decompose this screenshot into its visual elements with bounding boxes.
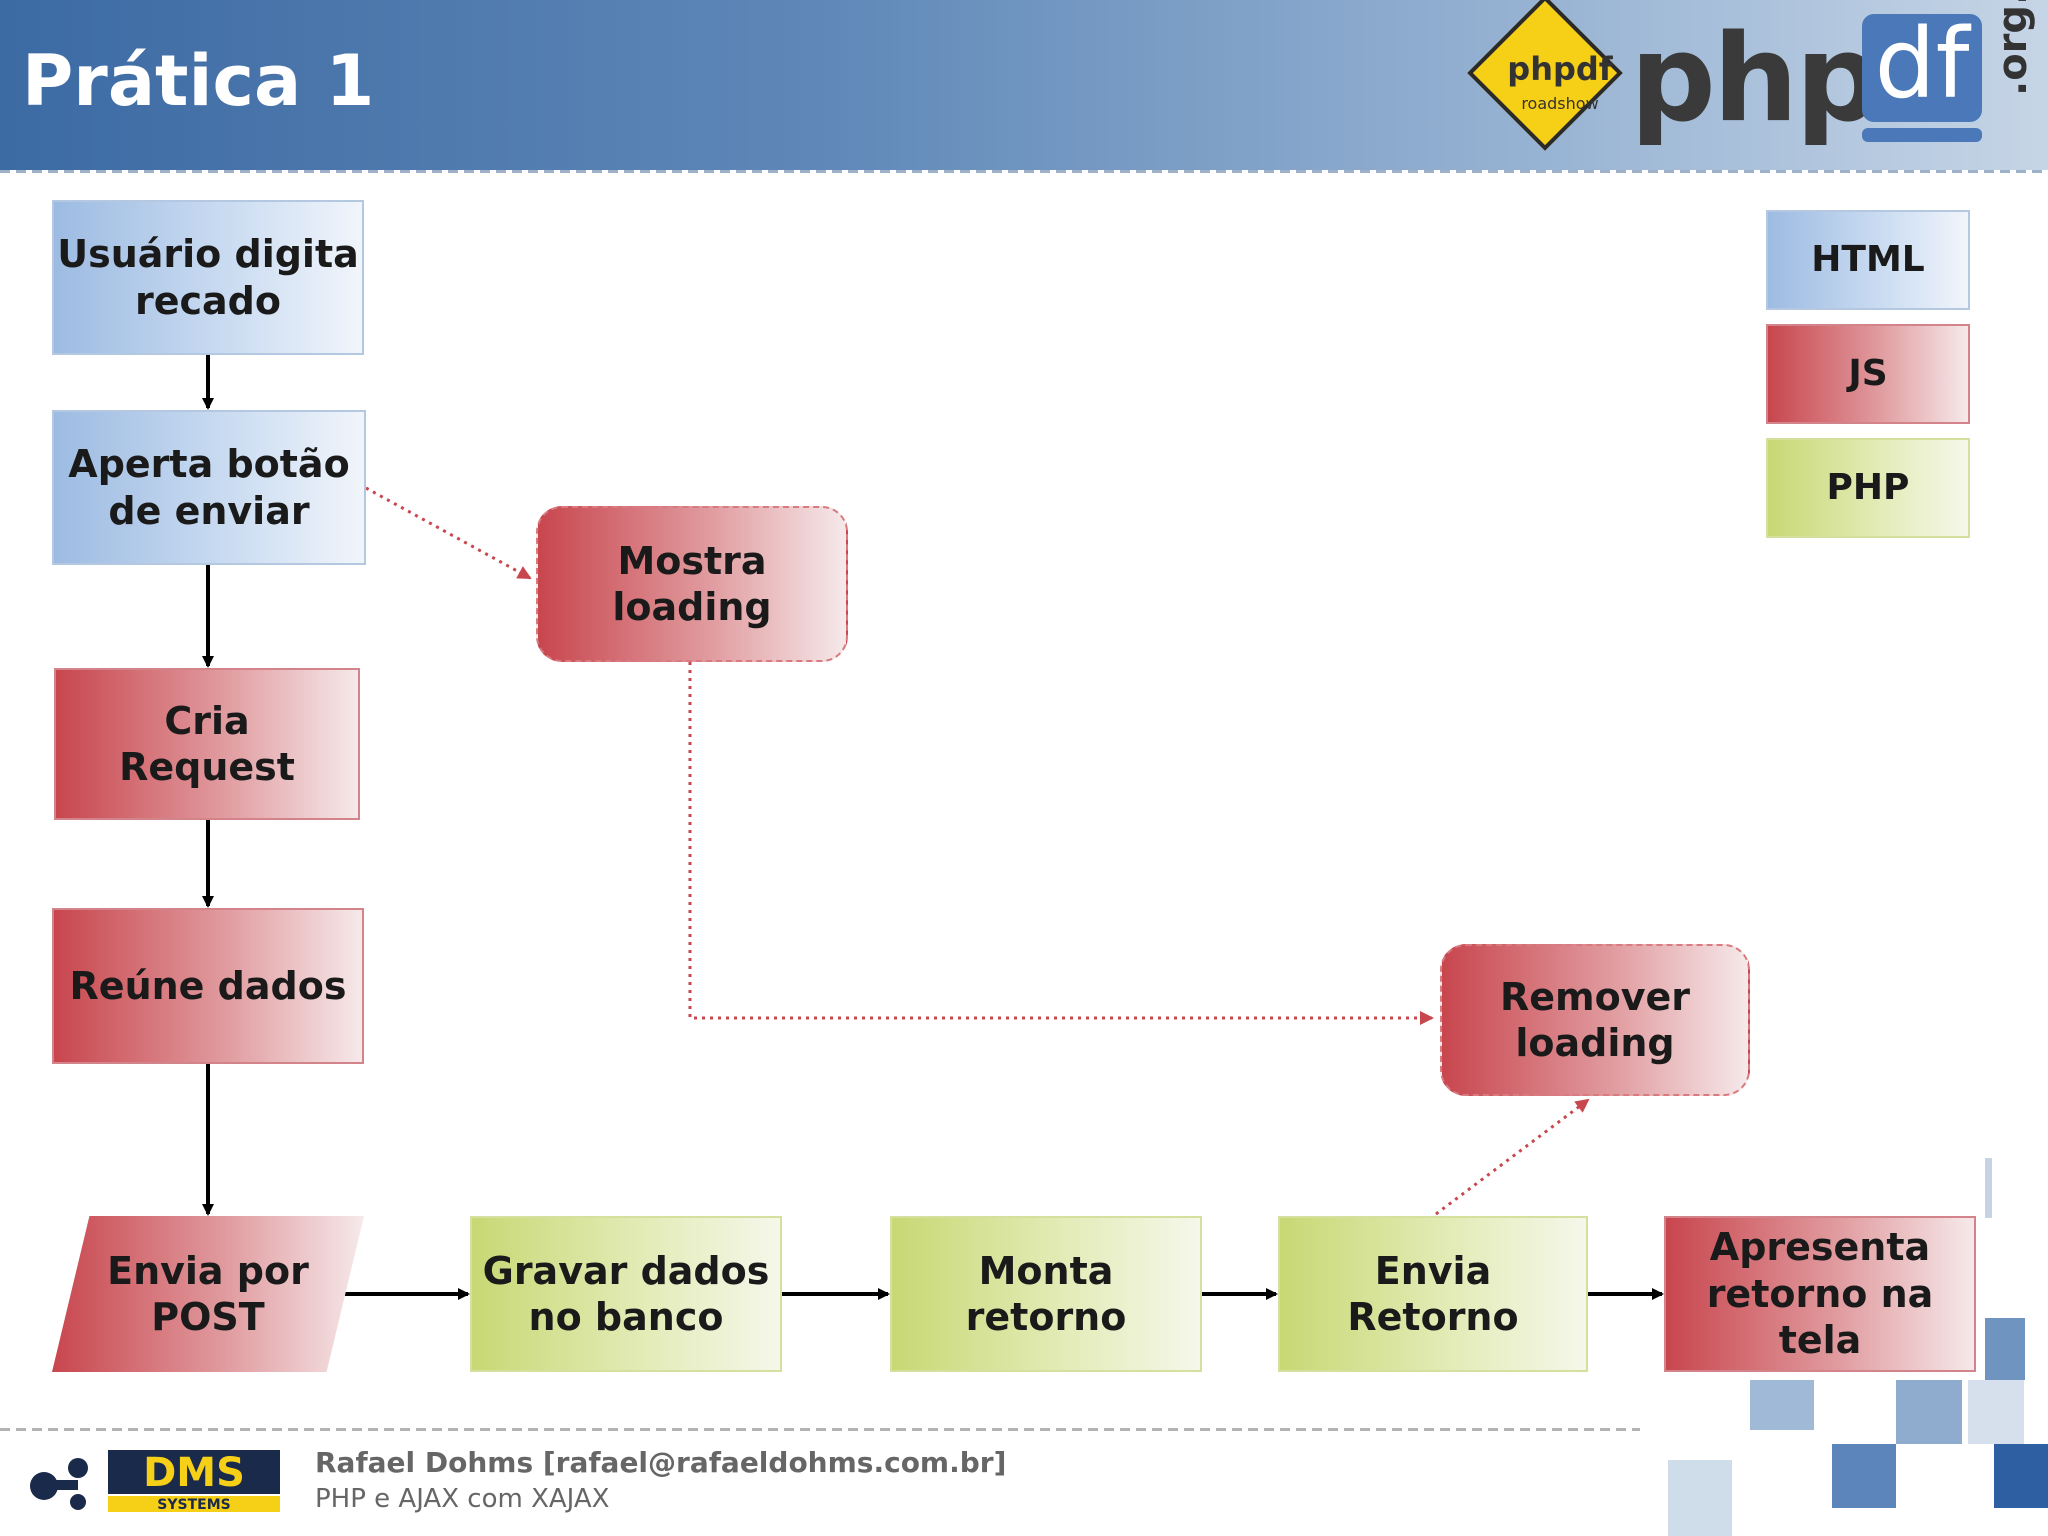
dms-logo-text: DMS bbox=[143, 1450, 245, 1496]
slide-title: Prática 1 bbox=[22, 40, 375, 122]
arrow-mostra-remover bbox=[688, 662, 1434, 1025]
legend-html: HTML bbox=[1766, 210, 1970, 310]
decor-square bbox=[1994, 1444, 2048, 1508]
decor-square bbox=[1896, 1380, 1962, 1444]
header-divider bbox=[0, 170, 2048, 173]
node-usuario-digita-recado: Usuário digita recado bbox=[52, 200, 364, 355]
footer-subtitle: PHP e AJAX com XAJAX bbox=[315, 1484, 610, 1514]
decor-square bbox=[1750, 1380, 1814, 1430]
logo-php-word: php bbox=[1630, 10, 1881, 149]
badge-bottom-text: roadshow bbox=[1521, 94, 1599, 113]
dms-systems-logo: DMS SYSTEMS bbox=[30, 1450, 280, 1513]
node-envia-retorno: Envia Retorno bbox=[1278, 1216, 1588, 1372]
logo-df-block: df bbox=[1862, 14, 1982, 122]
node-apresenta-retorno: Apresenta retorno na tela bbox=[1664, 1216, 1976, 1372]
footer-divider bbox=[0, 1428, 1640, 1431]
arrow-enviaretorno-remover bbox=[1435, 1098, 1590, 1216]
node-aperta-botao-enviar: Aperta botão de enviar bbox=[52, 410, 366, 565]
dms-logo-sub: SYSTEMS bbox=[157, 1497, 230, 1513]
node-gravar-dados-banco: Gravar dados no banco bbox=[470, 1216, 782, 1372]
node-reune-dados: Reúne dados bbox=[52, 908, 364, 1064]
arrow-aperta-mostra bbox=[365, 486, 532, 580]
footer-author: Rafael Dohms [rafael@rafaeldohms.com.br] bbox=[315, 1446, 1007, 1479]
decor-square bbox=[1668, 1460, 1732, 1536]
slide-header bbox=[0, 0, 2048, 170]
badge-top-text: phpdf bbox=[1507, 50, 1613, 88]
node-mostra-loading: Mostra loading bbox=[536, 506, 848, 662]
node-monta-retorno: Monta retorno bbox=[890, 1216, 1202, 1372]
decor-square bbox=[1985, 1318, 2025, 1380]
decor-square bbox=[1985, 1158, 1992, 1218]
decor-square bbox=[1832, 1444, 1896, 1508]
node-envia-por-post: Envia por POST bbox=[52, 1216, 364, 1372]
legend-php: PHP bbox=[1766, 438, 1970, 538]
logo-df-underline bbox=[1862, 128, 1982, 142]
node-remover-loading: Remover loading bbox=[1440, 944, 1750, 1096]
legend-js: JS bbox=[1766, 324, 1970, 424]
node-cria-request: Cria Request bbox=[54, 668, 360, 820]
decor-square bbox=[1968, 1380, 2024, 1444]
